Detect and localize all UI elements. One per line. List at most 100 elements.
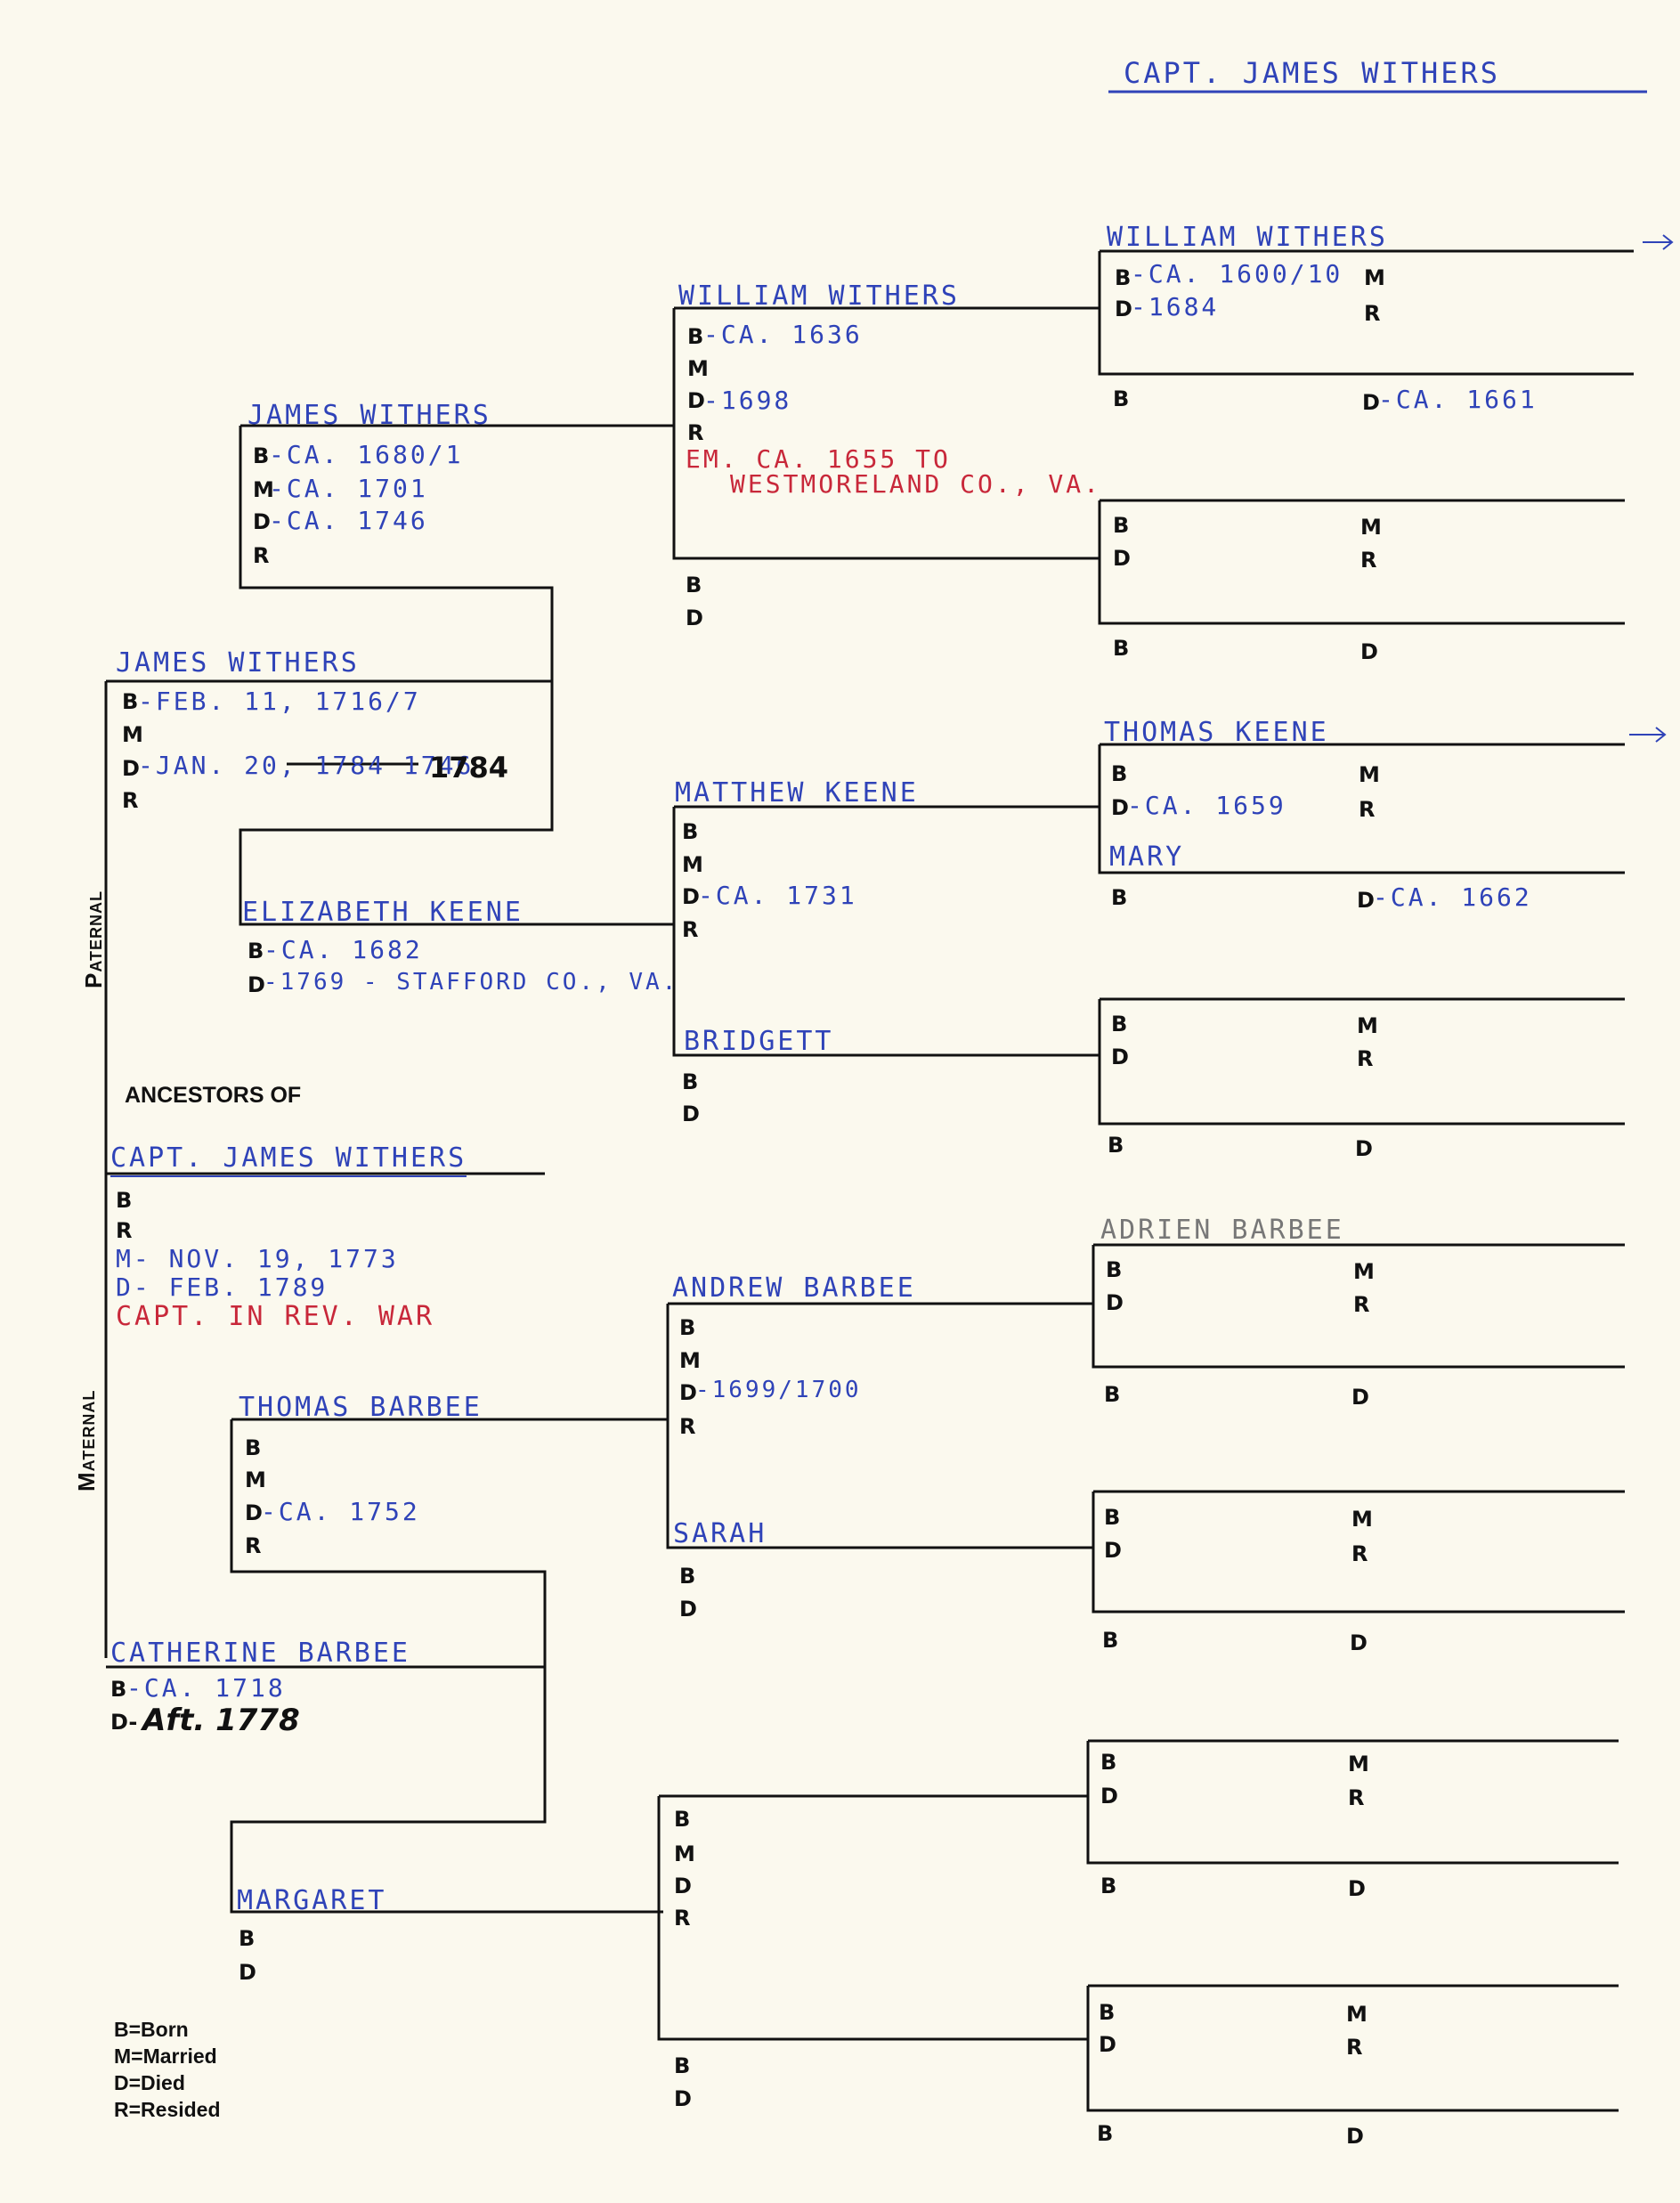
g5-7-died-label: D [1099,2032,1116,2057]
father-died-corrected: 1784 [429,751,509,784]
g4-0-note-1: EM. CA. 1655 TO [686,444,951,474]
g5-3-died-label: D [1111,1045,1129,1069]
paternal-label: Paternal [80,890,107,988]
g4-5-died-label: D [679,1597,697,1622]
mf-resided-label: R [245,1533,262,1558]
g5-4-wife-died-label: D [1351,1385,1369,1410]
g5-7-resided-label: R [1346,2035,1363,2060]
g5-0-resided-label: R [1364,301,1381,326]
g5-7-wife-died-label: D [1346,2124,1364,2149]
g5-0-born-label: B [1115,265,1132,290]
mm-name: MARGARET [237,1885,387,1916]
g4-3-died-label: D [682,1102,700,1126]
g5-1-resided-label: R [1360,548,1377,573]
g5-5-wife-died-label: D [1350,1630,1368,1655]
g5-6-resided-label: R [1348,1785,1365,1810]
g4-4-born-label: B [679,1315,696,1340]
fm-name: ELIZABETH KEENE [242,897,523,928]
g4-2-born-label: B [682,819,699,844]
fm-died-label: D [248,972,265,997]
g5-7-married-label: M [1346,2002,1368,2027]
g5-0-name: WILLIAM WITHERS [1107,222,1388,253]
g4-2-died-label: D [682,884,700,909]
g5-4-married-label: M [1353,1259,1375,1284]
g5-4-born-label: B [1106,1257,1123,1282]
g5-2-name: THOMAS KEENE [1104,717,1329,748]
father-born: -FEB. 11, 1716/7 [138,687,421,716]
g5-1-wife-born-label: B [1113,636,1130,661]
g5-2-died: -CA. 1659 [1127,791,1286,820]
g4-6-resided-label: R [674,1906,691,1931]
ff-resided-label: R [253,543,270,568]
g5-7-wife-born-label: B [1097,2121,1114,2146]
fm-died: -1769 - STAFFORD CO., VA. [264,969,679,996]
mf-born-label: B [245,1435,262,1460]
g5-1-died-label: D [1113,546,1131,571]
g4-3-born-label: B [682,1069,699,1094]
g5-6-wife-born-label: B [1100,1874,1117,1898]
g5-0-died: -1684 [1131,292,1220,321]
g5-4-name: ADRIEN BARBEE [1100,1215,1344,1246]
mf-died-label: D [245,1500,263,1525]
mother-born: -CA. 1718 [126,1673,286,1703]
g4-4-resided-label: R [679,1414,696,1439]
subject-married: M- NOV. 19, 1773 [116,1244,399,1273]
ancestors-of-label: ANCESTORS OF [125,1083,302,1108]
g5-0-died-label: D [1115,297,1132,321]
g4-2-name: MATTHEW KEENE [675,777,919,809]
g5-0-married-label: M [1364,265,1385,290]
ff-born: -CA. 1680/1 [269,440,464,469]
g5-2-wife-born-label: B [1111,885,1128,910]
legend-died: D=Died [114,2071,185,2094]
father-born-label: B [122,689,139,714]
subject-resided-label: R [116,1218,133,1243]
g5-4-resided-label: R [1353,1292,1370,1317]
g4-0-note-2: WESTMORELAND CO., VA. [730,469,1102,499]
father-resided-label: R [122,788,139,813]
g5-3-born-label: B [1111,1012,1128,1036]
subject-born-label: B [116,1188,133,1213]
g5-7-born-label: B [1099,2000,1116,2025]
ff-name: JAMES WITHERS [248,400,491,431]
g5-5-died-label: D [1104,1538,1122,1563]
ff-died-label: D [253,509,271,534]
g5-3-married-label: M [1357,1013,1378,1038]
g5-0-wife-born-label: B [1113,386,1130,411]
g5-2-married-label: M [1359,762,1380,787]
mf-name: THOMAS BARBEE [239,1392,483,1423]
g4-1-born-label: B [686,573,702,597]
father-name: JAMES WITHERS [116,647,360,679]
g5-3-wife-died-label: D [1355,1136,1373,1161]
g4-4-married-label: M [679,1348,701,1373]
g5-5-married-label: M [1351,1507,1373,1532]
g5-2-wife-name: MARY [1109,841,1185,873]
mm-died-label: D [239,1960,256,1985]
g5-0-wife-died: -CA. 1661 [1378,385,1538,414]
g4-7-died-label: D [674,2086,692,2111]
legend-married: M=Married [114,2044,217,2068]
mf-died: -CA. 1752 [261,1497,420,1526]
g4-4-died-label: D [679,1380,697,1405]
mother-died-label: D- [110,1710,138,1735]
g5-2-died-label: D [1111,795,1129,820]
g4-7-born-label: B [674,2053,691,2078]
g4-0-born-label: B [687,324,704,349]
g5-3-resided-label: R [1357,1046,1374,1071]
g5-6-born-label: B [1100,1750,1117,1775]
g5-4-wife-born-label: B [1104,1382,1121,1407]
g5-1-wife-died-label: D [1360,639,1378,664]
g5-2-born-label: B [1111,761,1128,786]
fm-born-label: B [248,939,264,963]
g5-5-born-label: B [1104,1505,1121,1530]
g4-5-born-label: B [679,1564,696,1589]
g4-0-died-label: D [687,388,705,413]
g4-2-married-label: M [682,852,703,877]
g5-2-wife-died-label: D [1357,888,1375,913]
g5-2-wife-died: -CA. 1662 [1373,882,1532,912]
father-married-label: M [122,722,143,747]
mf-married-label: M [245,1467,266,1492]
fm-born: -CA. 1682 [264,935,423,964]
mother-born-label: B [110,1677,127,1702]
g5-5-resided-label: R [1351,1541,1368,1566]
